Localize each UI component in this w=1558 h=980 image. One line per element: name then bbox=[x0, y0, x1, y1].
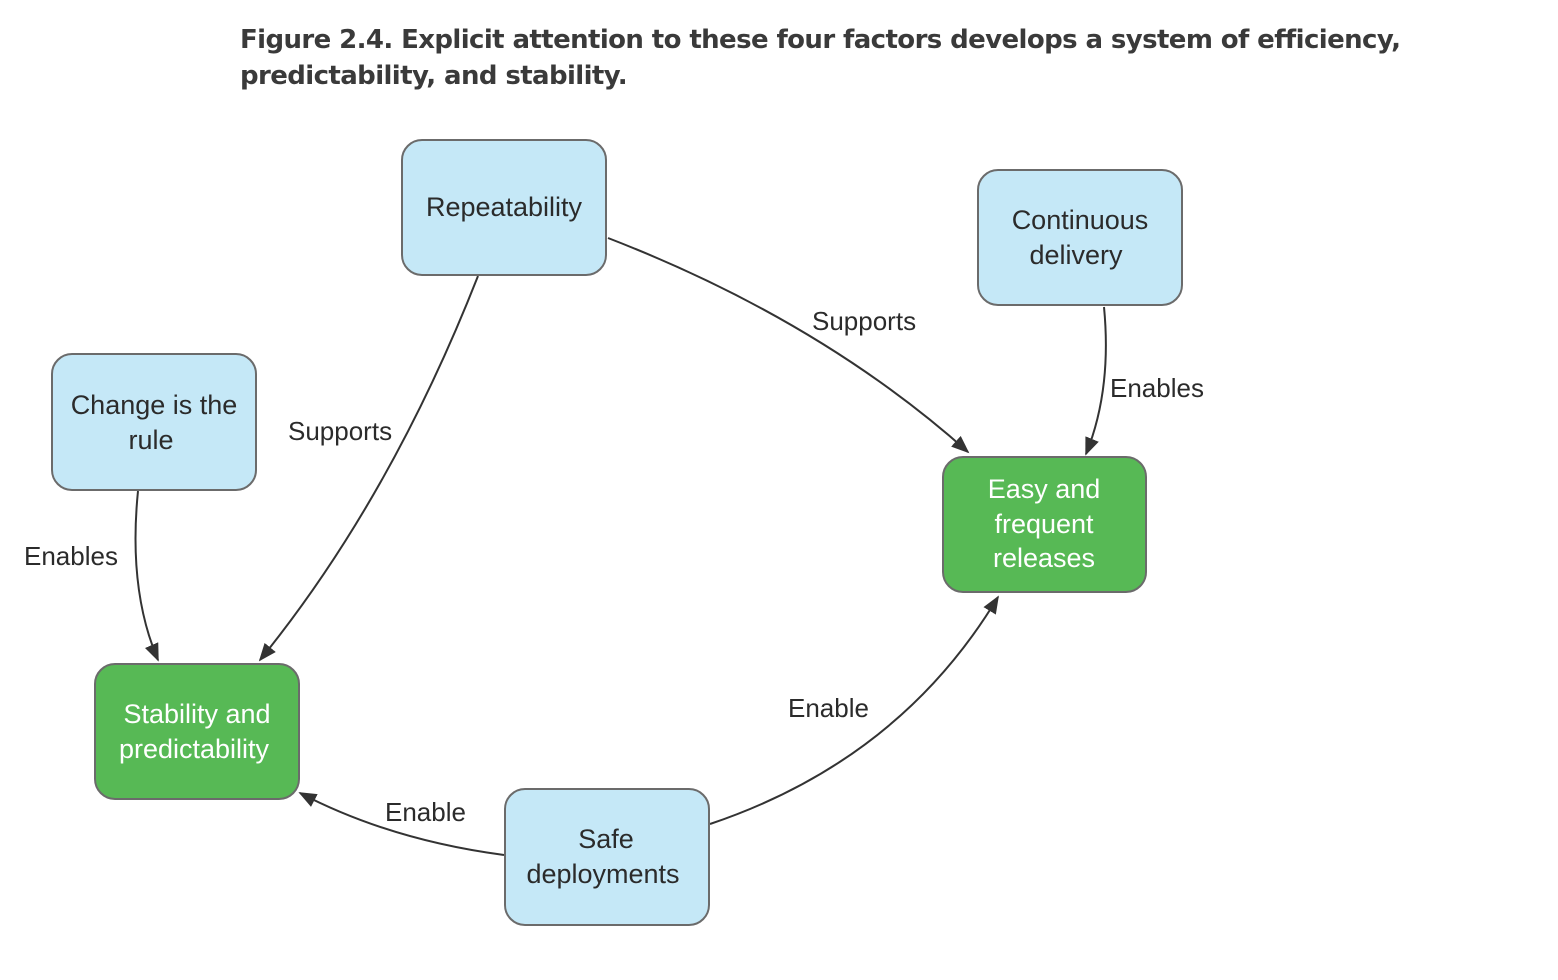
node-label: Continuous bbox=[1012, 205, 1149, 235]
edge-label-enable: Enable bbox=[788, 693, 869, 723]
node-label: Change is the bbox=[71, 390, 238, 420]
node-stability-predictability: Stability and predictability bbox=[94, 663, 300, 800]
node-label: delivery bbox=[1029, 240, 1123, 270]
edge-label-enable: Enable bbox=[385, 797, 466, 827]
node-change-is-the-rule: Change is the rule bbox=[51, 353, 257, 491]
node-label: Stability and bbox=[123, 699, 270, 729]
node-label: Repeatability bbox=[426, 192, 583, 222]
edge-label-enables: Enables bbox=[1110, 373, 1204, 403]
node-label: Easy and bbox=[988, 474, 1101, 504]
node-label: releases bbox=[993, 543, 1095, 573]
edge-label-supports: Supports bbox=[288, 416, 392, 446]
edge-repeatability-to-stability: Supports bbox=[258, 275, 479, 662]
figure-caption: Figure 2.4. Explicit attention to these … bbox=[240, 25, 1401, 91]
node-label: rule bbox=[128, 425, 173, 455]
node-label: frequent bbox=[994, 509, 1094, 539]
node-continuous-delivery: Continuous delivery bbox=[977, 169, 1183, 306]
edge-change-rule-to-stability: Enables bbox=[24, 490, 159, 662]
node-easy-frequent-releases: Easy and frequent releases bbox=[942, 456, 1147, 593]
node-label: deployments bbox=[526, 859, 679, 889]
edge-continuous-delivery-to-releases: Enables bbox=[1085, 306, 1204, 456]
node-label: Safe bbox=[578, 824, 634, 854]
node-repeatability: Repeatability bbox=[401, 139, 607, 276]
edge-safe-deployments-to-stability: Enable bbox=[298, 792, 505, 856]
edge-safe-deployments-to-releases: Enable bbox=[709, 595, 999, 825]
edge-label-supports: Supports bbox=[812, 306, 916, 336]
node-label: predictability bbox=[119, 734, 270, 764]
edge-repeatability-to-releases: Supports bbox=[607, 237, 970, 454]
edge-label-enables: Enables bbox=[24, 541, 118, 571]
node-safe-deployments: Safe deployments bbox=[504, 788, 710, 926]
